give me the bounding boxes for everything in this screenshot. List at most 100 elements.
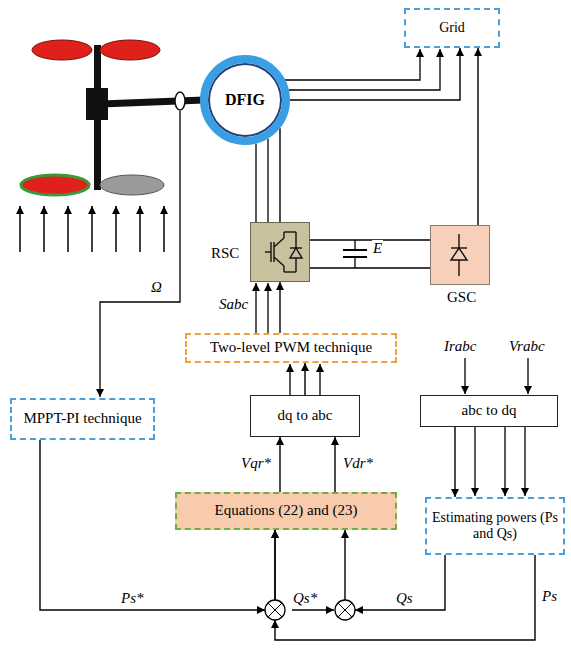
symbol-stroke [284,271,296,272]
node-text: GSC [445,289,478,306]
signal-name: Qs [395,590,414,607]
rotor-phase-wire [255,144,256,222]
wind-arrow [19,206,21,252]
signal-connector [279,128,280,222]
signal-wire [524,427,525,496]
symbol-stroke [274,238,284,247]
turbine-blade [32,40,92,60]
signal-name: Qs* [292,590,318,607]
drive-shaft [101,100,204,104]
symbol-stroke [273,242,274,262]
symbol-stroke [274,257,284,266]
symbol-stroke [283,266,284,272]
signal-wire [319,364,320,395]
signal-connector [290,48,460,100]
gate-signal-wire [267,283,268,333]
wind-arrow [67,206,69,252]
signal-name: Vqr* [240,455,272,472]
junction-cross [268,603,282,617]
capacitor-lead [354,240,355,250]
signal-name: Vdr* [342,455,374,472]
symbol-stroke [458,260,459,276]
equation-block: Equations (22) and (23) [175,492,397,530]
symbol-stroke [283,232,284,238]
pwm-block: Two-level PWM technique [185,333,397,363]
symbol-stroke [284,231,296,232]
signal-connector [334,437,335,492]
gate-signal-wire [255,283,256,333]
speed-symbol: Ω [150,279,163,296]
estimator-block: Estimating powers (Ps and Qs) [425,497,565,555]
wind-turbine [21,40,204,195]
turbine-blade [100,40,160,60]
capacitor-lead [354,257,355,268]
node-text: DFIG [223,91,267,109]
junction-arrowhead [257,606,265,614]
wind-arrows [20,206,164,252]
signal-connector [304,363,305,395]
capacitor-label: E [372,240,383,257]
signal-wire [289,364,290,395]
speed-signal-wire [100,111,180,397]
turbine-blade [100,175,164,195]
grid-side-converter: GSC [430,225,490,285]
rotor-side-converter: RSC [250,222,310,282]
wind-arrow [43,206,45,252]
wind-arrow [139,206,141,252]
node-text: MPPT-PI technique [21,410,143,427]
junction-arrowhead [355,606,363,614]
mppt-block: MPPT-PI technique [10,398,155,440]
node-text: Two-level PWM technique [208,339,374,356]
wind-arrow [163,206,165,252]
symbol-stroke [265,251,271,252]
node-text: RSC [209,245,241,262]
signal-connector [477,48,478,225]
signal-wire [474,427,475,496]
junction-cross [268,603,282,617]
symbol-stroke [458,234,459,248]
signal-name: Irabc [443,338,478,355]
symbol-stroke [295,232,296,248]
signal-name: Ps [541,588,558,605]
signal-name: Ps* [120,590,145,607]
wind-arrow [91,206,93,252]
signal-connector [279,437,280,492]
transform-block: abc to dq [420,395,558,427]
voltage-input-wire [527,358,528,394]
signal-name: Vrabc [508,338,546,355]
wind-arrow [115,206,117,252]
turbine-blade [21,175,89,195]
stator-phase-wire [289,49,440,90]
node-text: abc to dq [460,402,519,419]
junction-cross [338,603,352,617]
node-text: Grid [437,20,467,36]
signal-connector [454,427,455,497]
node-text: dq to abc [276,407,335,424]
dfig-machine: DFIG [200,55,290,145]
speed-sensor [175,92,185,110]
diode-triangle [290,248,302,258]
node-text: Estimating powers (Ps and Qs) [427,510,563,542]
summing-junction [265,600,285,620]
igbt-symbol [251,223,308,280]
capacitor-plate [343,249,367,251]
grid-box: Grid [404,8,500,48]
signal-connector [279,282,280,333]
reference-input-wire [292,609,334,610]
diode-symbol [431,226,488,283]
summing-junction [335,600,355,620]
signal-connector [310,239,430,240]
rotor-phase-wire [267,139,268,222]
current-input-wire [464,358,465,394]
symbol-stroke [270,242,271,262]
transform-block: dq to abc [250,395,360,437]
signal-name: Sabc [218,296,249,313]
junction-arrowhead [271,620,279,628]
symbol-stroke [295,258,296,272]
signal-wire [504,427,505,496]
dc-bus-wire [310,267,430,268]
node-text: Equations (22) and (23) [213,502,360,519]
stator-phase-wire [285,49,420,80]
junction-cross [338,603,352,617]
